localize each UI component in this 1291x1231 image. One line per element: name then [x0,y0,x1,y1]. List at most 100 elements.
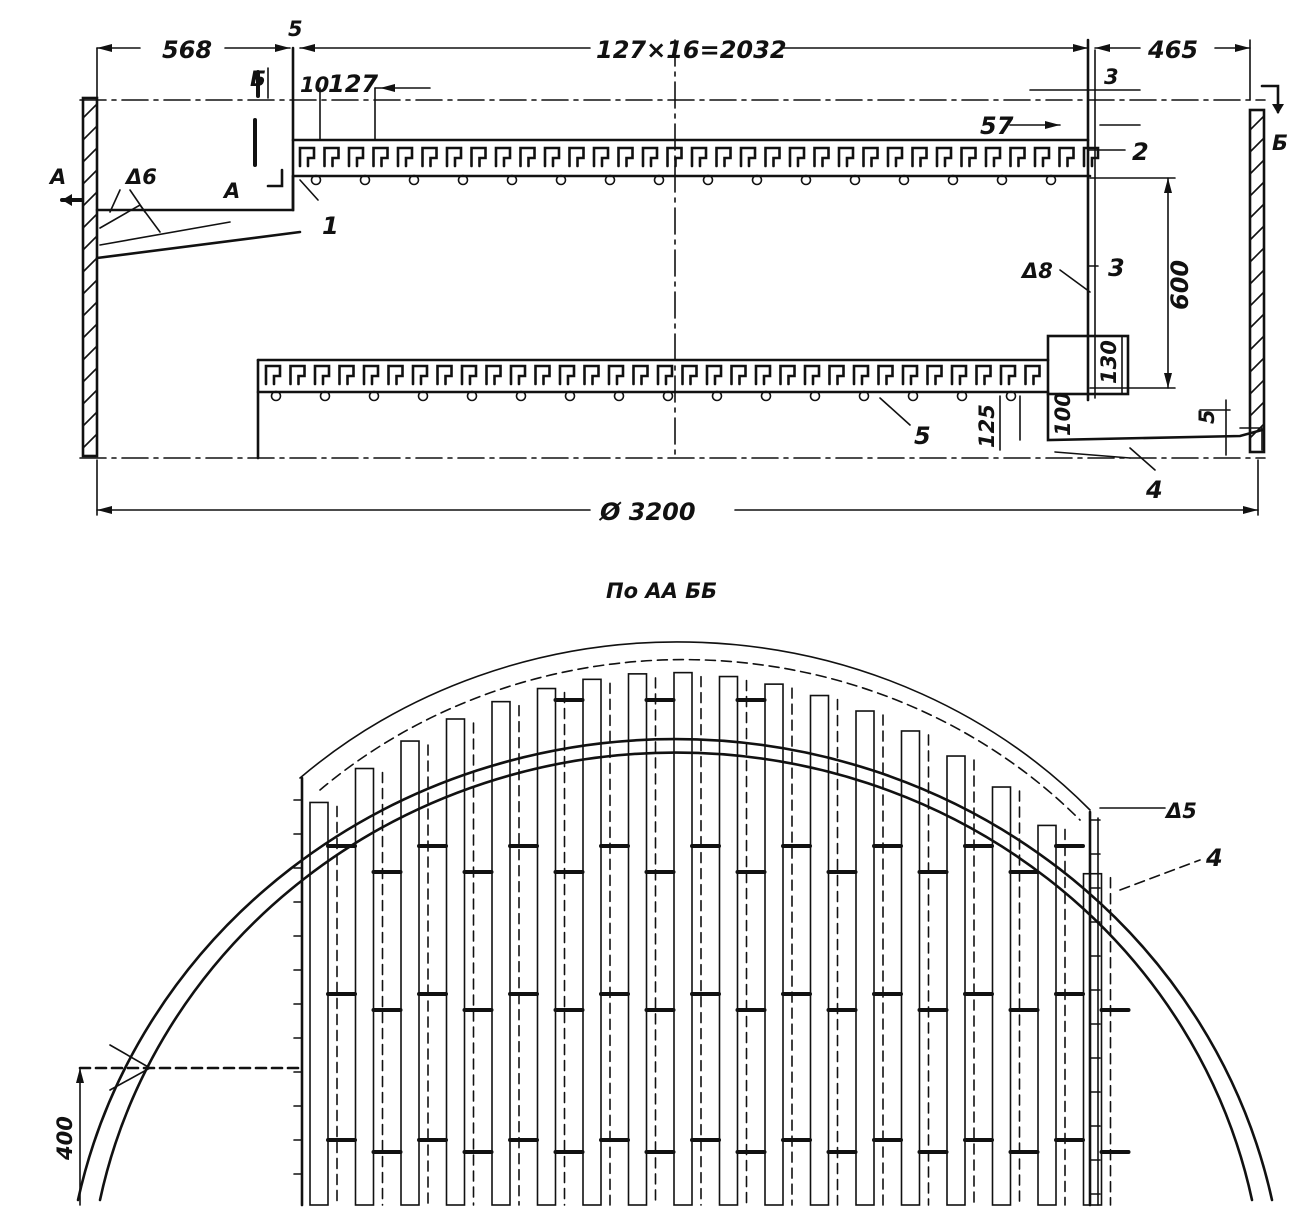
upper-cap [911,146,928,168]
plan-channel [946,755,966,1206]
lower-cap [656,364,674,386]
section-marker-a-left [60,194,84,206]
plan-edge-ticks [293,799,1101,1195]
thickness-5-label: Δ5 [1164,799,1197,823]
upper-cap-nut [996,174,1008,186]
upper-cap-nut [506,174,518,186]
upper-cap [617,146,634,168]
lower-cap [950,364,968,386]
lower-cap [509,364,527,386]
section-a-inner-label: A [222,179,240,203]
lower-cap [264,364,282,386]
plan-support-ring-dashed [319,658,1081,821]
upper-cap [494,146,512,168]
dim-130-label: 130 [1097,340,1121,384]
lower-cap [338,364,355,386]
lower-cap [1024,364,1041,386]
upper-cap-nut [947,174,959,186]
dim-diameter-label: Ø 3200 [598,498,696,526]
callout-3-label: 3 [1108,254,1125,282]
upper-cap-nut [849,174,861,186]
lower-cap-nut [564,390,576,402]
upper-cap [421,146,438,168]
lower-cap [901,364,919,386]
lower-cap-nut [956,390,968,402]
dim-5-right-label: 5 [1195,409,1219,424]
lower-cap-nut [662,390,674,402]
lower-cap [754,364,772,386]
upper-cap [715,146,732,168]
upper-cap [470,146,487,168]
lower-cap-nut [270,390,282,402]
left-shell-wall [81,96,99,458]
lower-cap [289,364,306,386]
dim-465-label: 465 [1147,36,1198,64]
upper-cap [1033,146,1051,168]
lower-cap [926,364,943,386]
lower-cap-nut [466,390,478,402]
upper-cap [739,146,757,168]
lower-cap-nut [760,390,772,402]
lower-cap [583,364,600,386]
plan-channel [491,700,511,1206]
plan-channel [536,687,557,1206]
thickness-8-label: Δ8 [1020,259,1053,283]
upper-tray-caps [298,146,1100,186]
plan-channel [627,673,648,1206]
lower-cap-nut [319,390,331,402]
lower-cap [387,364,404,386]
section-b-left-label: Б [250,67,266,91]
upper-cap-nut [310,174,322,186]
callout-2-label: 2 [1132,138,1149,166]
lower-cap [411,364,429,386]
dim-57-label: 57 [980,112,1014,140]
leader-lines [109,149,1156,471]
upper-cap [886,146,904,168]
plan-channel [900,730,921,1206]
plan-cap-channels [309,671,1131,1206]
plan-support-ring [299,641,1091,811]
upper-tray [291,46,1100,212]
lower-cap-nut [907,390,919,402]
upper-cap-nut [457,174,469,186]
lower-cap [999,364,1017,386]
upper-cap [690,146,708,168]
upper-cap-nut [555,174,567,186]
lower-cap [877,364,894,386]
right-shell-wall [1248,108,1266,454]
lower-cap [436,364,453,386]
upper-cap [764,146,781,168]
lower-cap [607,364,625,386]
lower-cap-nut [515,390,527,402]
plan-channel [718,675,739,1206]
upper-cap-nut [408,174,420,186]
plan-channel [991,786,1012,1206]
lower-cap [681,364,698,386]
dim-10-label: 10 [300,73,329,97]
upper-cap [372,146,389,168]
dim-127-label: 127 [328,70,378,98]
section-a-left-label: A [48,165,66,189]
plan-view-title: По АА ББ [606,579,717,603]
upper-cap [592,146,610,168]
dim-568-label: 568 [162,36,212,64]
upper-cap [519,146,536,168]
upper-cap [1058,146,1075,168]
lower-cap-nut [809,390,821,402]
lower-cap [362,364,380,386]
upper-cap [862,146,879,168]
plan-callout-4-leader [1119,859,1201,891]
dim-pitch-label: 127×16=2032 [596,36,787,64]
lower-cap [730,364,747,386]
callout-1-label: 1 [322,212,339,240]
upper-cap [813,146,830,168]
right-downcomer [1046,38,1264,459]
top-section-view: 568 5 127×16=2032 465 10 127 3 57 Ø 3200… [48,17,1288,526]
lower-tray [256,358,1050,460]
upper-cap-nut [653,174,665,186]
lower-cap [632,364,649,386]
upper-cap [298,146,316,168]
plan-dim-400: 400 [53,1044,302,1206]
dim-3-label: 3 [1104,65,1119,89]
